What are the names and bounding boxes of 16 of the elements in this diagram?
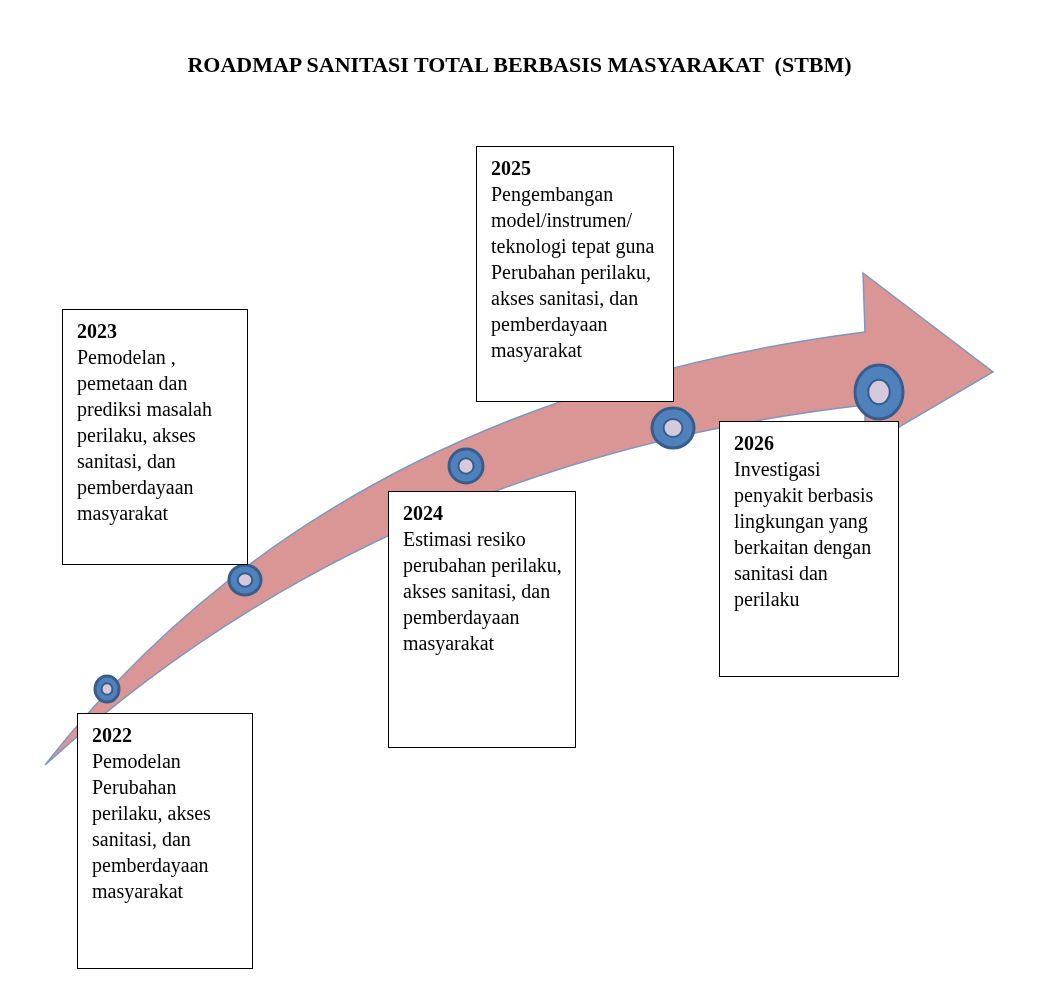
milestone-box — [77, 713, 253, 969]
milestone-text: Pengembangan model/instrumen/ teknologi tepat guna Perubahan perilaku, akses sanitasi, dan pemberdayaan masyarakat — [491, 182, 656, 363]
milestone-text: Estimasi resiko perubahan perilaku, akses sanitasi, dan pemberdayaan masyarakat — [403, 527, 563, 656]
milestone-box — [62, 309, 248, 565]
year-heading: 2024 — [403, 501, 444, 526]
milestone-text: Pemodelan Perubahan perilaku, akses sanitasi, dan pemberdayaan masyarakat — [92, 749, 212, 904]
milestone-text: Pemodelan , pemetaan dan prediksi masalah perilaku, akses sanitasi, dan pemberdayaan masyarakat — [77, 345, 213, 526]
diagram-title: ROADMAP SANITASI TOTAL BERBASIS MASYARAKAT (STBM) — [186, 52, 853, 78]
year-heading: 2023 — [77, 319, 118, 344]
milestone-box — [719, 421, 899, 677]
milestone-text: Investigasi penyakit berbasis lingkungan yang berkaitan dengan sanitasi dan perilaku — [734, 457, 875, 612]
year-heading: 2022 — [92, 723, 133, 748]
milestone-box — [388, 491, 576, 748]
year-heading: 2026 — [734, 431, 775, 456]
year-heading: 2025 — [491, 156, 532, 181]
milestone-box — [476, 146, 674, 402]
